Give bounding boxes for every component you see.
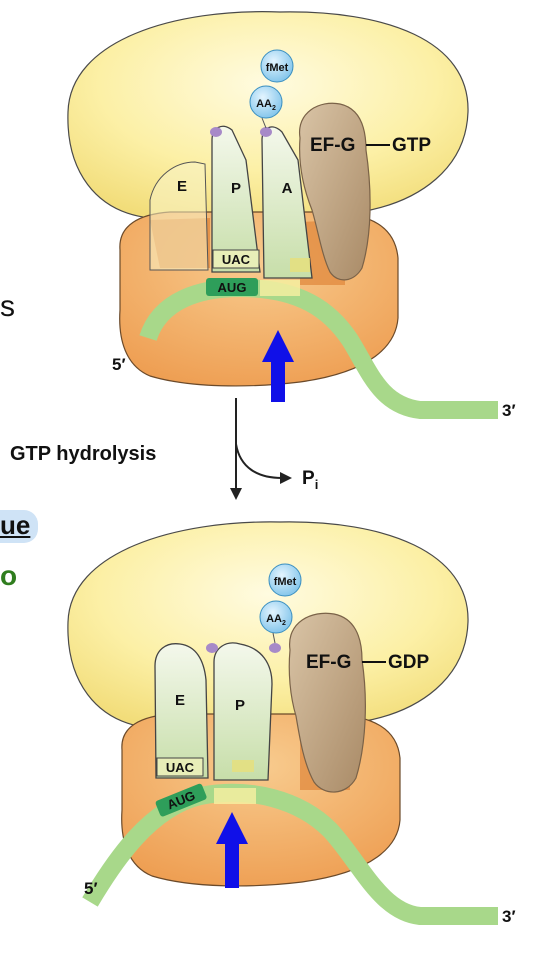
- three-prime-label: 3′: [502, 401, 516, 420]
- cca-end-e: [206, 643, 218, 653]
- mrna-strand: [82, 783, 498, 925]
- five-prime-label: 5′: [112, 355, 126, 374]
- fmet-label: fMet: [274, 576, 297, 588]
- cca-end-a: [260, 127, 272, 137]
- trna-e-site-outline: [149, 161, 209, 271]
- site-p-label: P: [231, 180, 241, 197]
- fmet-ball: [268, 563, 302, 597]
- site-e-label: E: [177, 178, 187, 195]
- a-site-anticodon-tip: [290, 258, 310, 272]
- cropped-text-s: s: [0, 290, 15, 323]
- product-pi-label: Pi: [302, 468, 318, 492]
- aa2-ball: [249, 85, 283, 119]
- side-product-arrow-head: [280, 472, 292, 484]
- blue-position-arrow: [216, 812, 248, 888]
- codon-label: AUG: [218, 280, 247, 295]
- codon-box: [206, 278, 258, 296]
- anticodon-box: [212, 249, 260, 269]
- ef-g-label: EF-G: [306, 652, 351, 673]
- peptide-link: [272, 632, 276, 644]
- gdp-label: GDP: [388, 652, 430, 673]
- ef-g-label: EF-G: [310, 135, 355, 156]
- site-a-label: A: [282, 180, 293, 197]
- three-prime-label: 3′: [502, 907, 516, 926]
- codon-box: [155, 783, 207, 817]
- reaction-step: GTP hydrolysis Pi: [10, 398, 318, 500]
- anticodon-box: [156, 757, 204, 777]
- reaction-label: GTP hydrolysis: [10, 443, 156, 465]
- gtp-label: GTP: [392, 135, 431, 156]
- ef-g-protein: [299, 102, 371, 281]
- a-site-codon: [260, 280, 300, 296]
- fmet-label: fMet: [266, 62, 289, 74]
- aa2-label: AA2: [256, 98, 276, 112]
- site-e-label: E: [175, 692, 185, 709]
- p-site-anticodon-tip: [232, 760, 254, 772]
- p-site-codon: [214, 788, 256, 804]
- codon-box-tilted: AUG: [155, 783, 207, 817]
- site-p-label: P: [235, 697, 245, 714]
- trna-p-site: [213, 642, 273, 781]
- cca-end-p: [210, 127, 222, 137]
- peptide-link: [261, 117, 267, 129]
- ef-g-protein: [288, 612, 366, 793]
- blue-position-arrow: [262, 330, 294, 402]
- cropped-text-ue: ue: [0, 510, 39, 543]
- anticodon-label: UAC: [222, 252, 251, 267]
- side-product-arrow: [235, 443, 283, 479]
- cca-end-p: [269, 643, 281, 653]
- trna-e-site: [154, 643, 209, 779]
- panel-2: fMet AA2 EF-G GDP E P UAC AUG 5′ 3′: [67, 521, 516, 926]
- panel-1: fMet AA2 EF-G GTP E P A UAC AUG 5′ 3′: [67, 11, 516, 420]
- fmet-ball: [260, 49, 294, 83]
- aa2-ball: [259, 600, 293, 634]
- anticodon-label: UAC: [166, 760, 195, 775]
- cropped-text-o: o: [0, 560, 18, 591]
- mrna-strand: [139, 278, 498, 419]
- reaction-arrow-head: [230, 488, 242, 500]
- five-prime-label: 5′: [84, 879, 98, 898]
- aa2-label: AA2: [266, 613, 286, 627]
